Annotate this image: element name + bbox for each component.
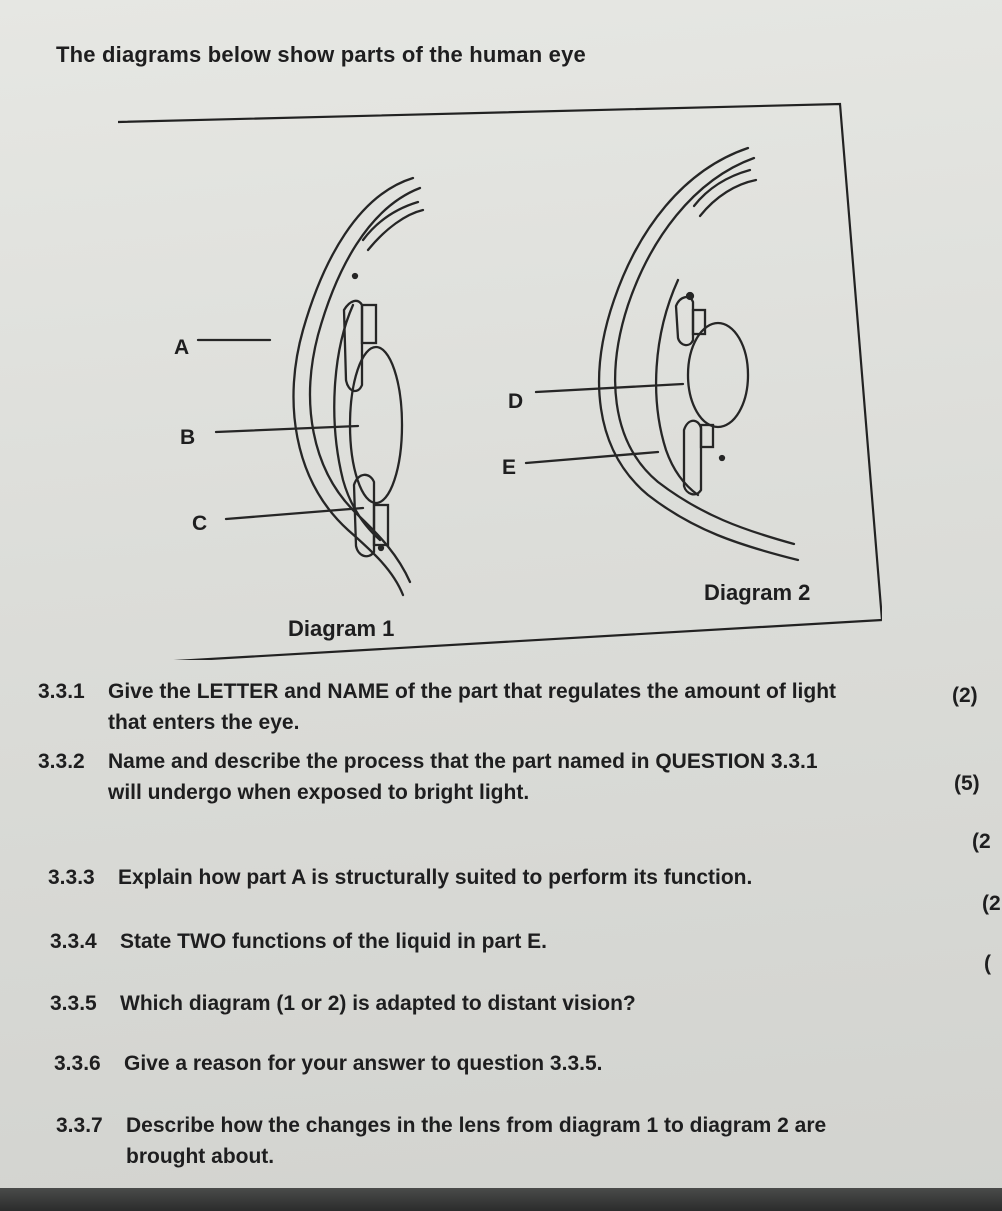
label-c: C — [192, 512, 208, 535]
question-number: 3.3.4 — [50, 930, 97, 953]
question-text: Describe how the changes in the lens fro… — [126, 1114, 827, 1137]
mark-3-3-5: ( — [984, 952, 991, 975]
question-text: State TWO functions of the liquid in par… — [120, 930, 547, 953]
label-b: B — [180, 426, 196, 449]
question-number: 3.3.3 — [48, 866, 95, 889]
diagram1-caption: Diagram 1 — [288, 616, 395, 641]
question-text: Which diagram (1 or 2) is adapted to dis… — [120, 992, 636, 1015]
mark-3-3-2: (5) — [954, 772, 980, 795]
question-number: 3.3.7 — [56, 1114, 103, 1137]
question-3-3-4: 3.3.4 State TWO functions of the liquid i… — [50, 926, 910, 957]
question-3-3-1: 3.3.1 Give the LETTER and NAME of the par… — [38, 676, 928, 738]
label-e: E — [502, 456, 517, 479]
diagram1-eye — [196, 176, 425, 597]
question-3-3-7: 3.3.7 Describe how the changes in the len… — [56, 1110, 956, 1172]
question-text: Explain how part A is structurally suite… — [118, 866, 753, 889]
question-number: 3.3.6 — [54, 1052, 101, 1075]
intro-text: The diagrams below show parts of the hum… — [56, 42, 586, 67]
diagram2-eye — [524, 146, 800, 562]
question-3-3-3: 3.3.3 Explain how part A is structurally … — [48, 862, 908, 893]
question-3-3-2: 3.3.2 Name and describe the process that … — [38, 746, 928, 808]
question-text-continued: will undergo when exposed to bright ligh… — [108, 781, 530, 804]
question-text-continued: that enters the eye. — [108, 711, 300, 734]
question-text: Give a reason for your answer to questio… — [124, 1052, 603, 1075]
diagram2-caption: Diagram 2 — [704, 580, 811, 605]
question-text: Name and describe the process that the p… — [108, 750, 818, 773]
question-number: 3.3.2 — [38, 750, 85, 773]
eye-diagrams-svg — [118, 102, 882, 660]
question-text: Give the LETTER and NAME of the part tha… — [108, 680, 837, 703]
question-text-continued: brought about. — [126, 1145, 275, 1168]
mark-3-3-3: (2 — [972, 830, 991, 853]
question-3-3-5: 3.3.5 Which diagram (1 or 2) is adapted t… — [50, 988, 910, 1019]
label-a: A — [174, 336, 190, 359]
label-d: D — [508, 390, 524, 413]
mark-3-3-1: (2) — [952, 684, 978, 707]
question-number: 3.3.1 — [38, 680, 85, 703]
eye-diagrams-figure: A B C D E Diagram 1 Diagram 2 — [118, 100, 882, 660]
desk-edge — [0, 1188, 1002, 1211]
question-3-3-6: 3.3.6 Give a reason for your answer to qu… — [54, 1048, 914, 1079]
question-number: 3.3.5 — [50, 992, 97, 1015]
mark-3-3-4: (2 — [982, 892, 1001, 915]
